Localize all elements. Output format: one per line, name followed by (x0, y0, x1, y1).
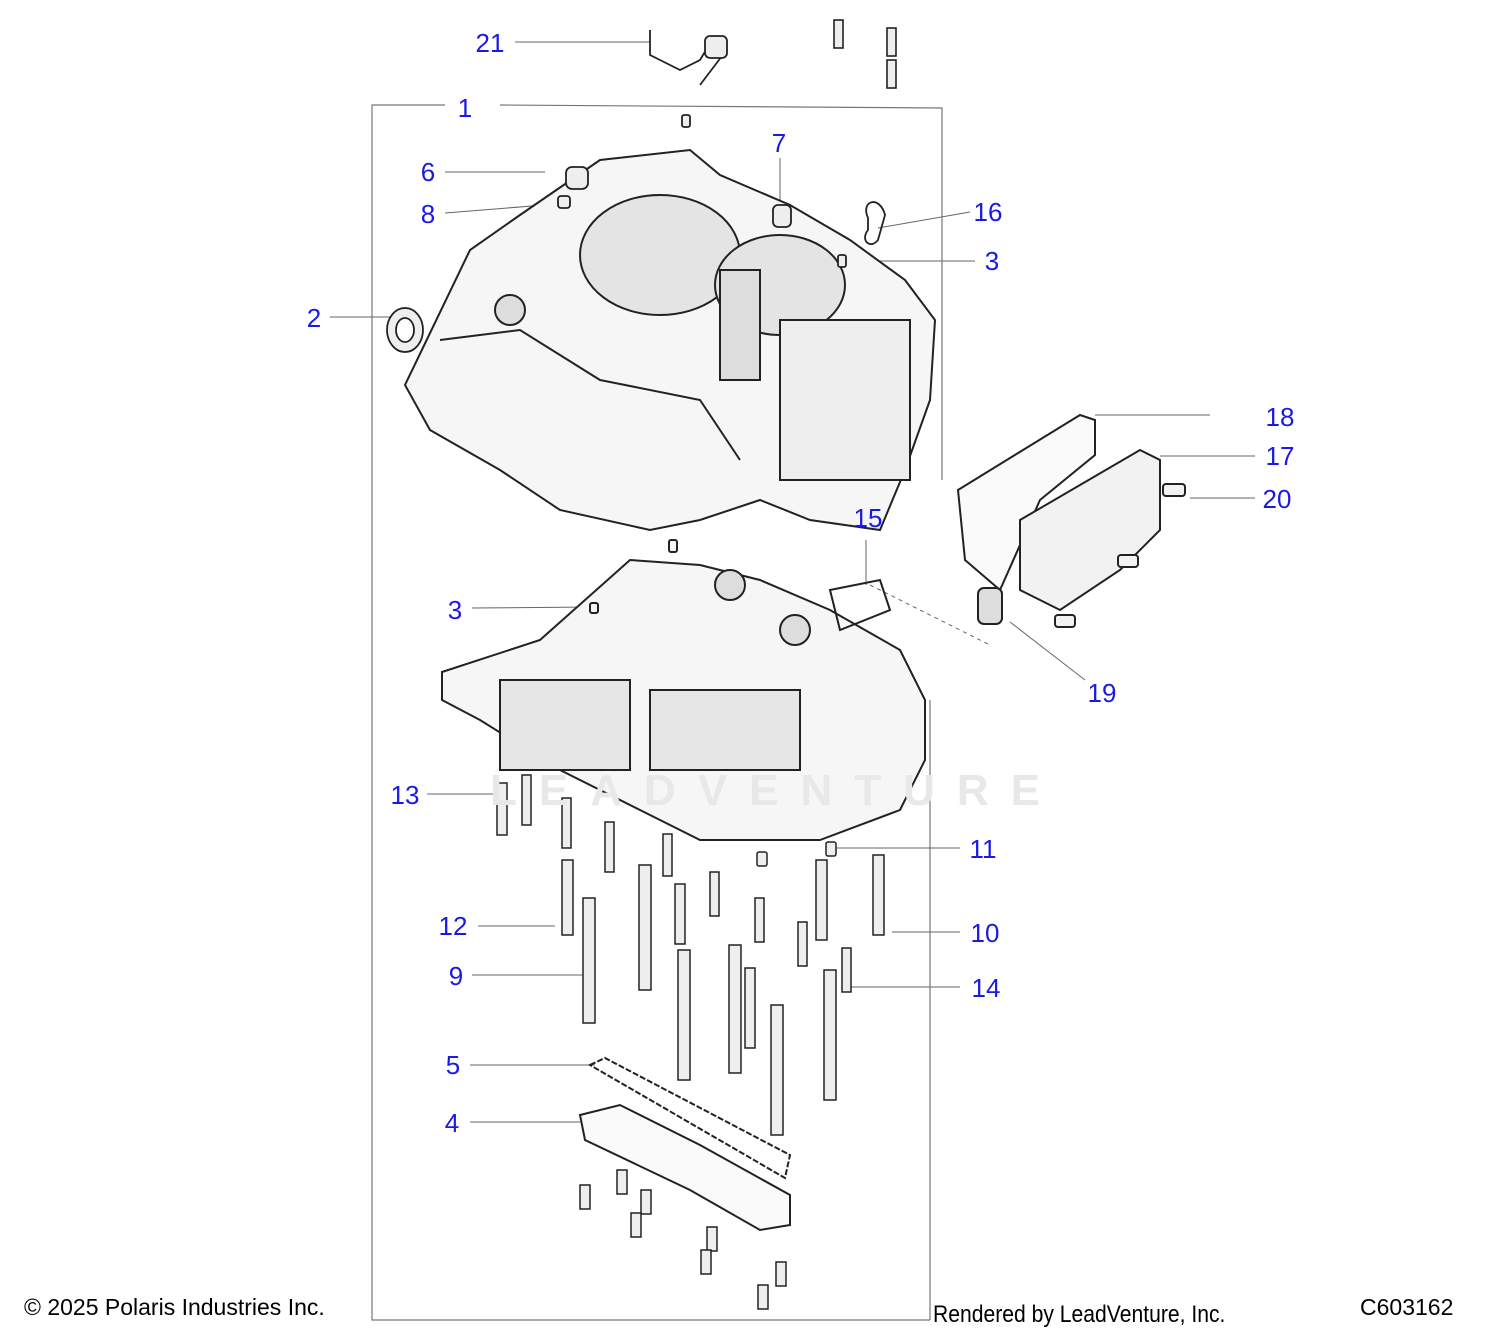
callout-14: 14 (971, 973, 1001, 1003)
callout-12: 12 (438, 911, 468, 941)
callout-17: 17 (1265, 441, 1295, 471)
callout-20: 20 (1262, 484, 1292, 514)
upper-small-parts (386, 30, 886, 353)
callout-6: 6 (420, 157, 436, 187)
callout-8: 8 (420, 199, 436, 229)
callout-7: 7 (771, 128, 787, 158)
callout-10: 10 (970, 918, 1000, 948)
callout-15: 15 (853, 503, 883, 533)
crankcase-bolts (496, 774, 885, 1136)
top-bolts (833, 19, 897, 89)
plate-bolts (579, 1169, 787, 1310)
callout-13: 13 (390, 780, 420, 810)
lower-crankcase (441, 539, 926, 841)
oil-pan-parts (578, 1056, 792, 1232)
callout-4: 4 (444, 1108, 460, 1138)
watermark: LEADVENTURE (490, 766, 1063, 815)
callout-3-upper: 3 (984, 246, 1000, 276)
callout-21: 21 (475, 28, 505, 58)
callout-19: 19 (1087, 678, 1117, 708)
rendered-by-text: Rendered by LeadVenture, Inc. (933, 1301, 1226, 1328)
oil-cover-assembly (956, 413, 1186, 628)
callout-9: 9 (448, 961, 464, 991)
upper-crankcase (403, 148, 937, 532)
callout-18: 18 (1265, 402, 1295, 432)
callout-16: 16 (973, 197, 1003, 227)
diagram-code: C603162 (1360, 1294, 1454, 1320)
callout-1: 1 (457, 93, 473, 123)
copyright-text: © 2025 Polaris Industries Inc. (24, 1294, 325, 1320)
callout-3-lower: 3 (447, 595, 463, 625)
callout-11: 11 (969, 834, 997, 864)
leader-lines (330, 41, 1255, 1123)
callout-2: 2 (306, 303, 322, 333)
assembly-bracket (371, 104, 943, 1321)
callout-5: 5 (445, 1050, 461, 1080)
